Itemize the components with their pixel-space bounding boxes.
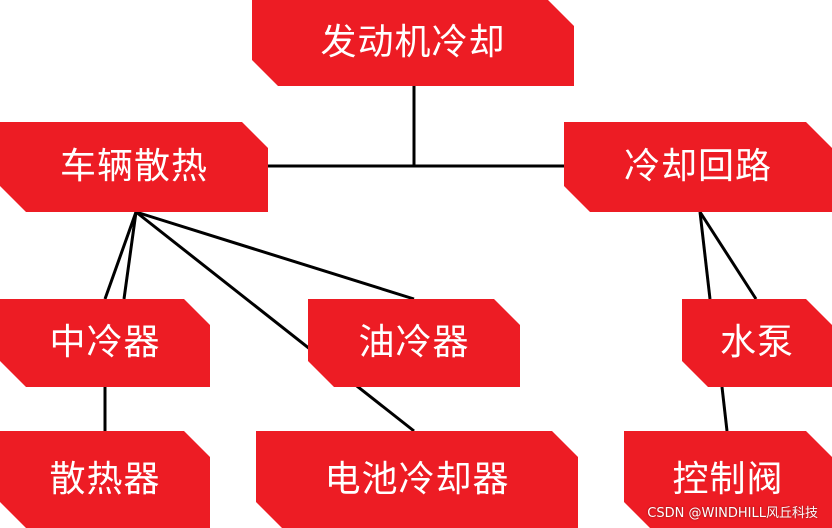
node-oil-cooler: 油冷器 [308,299,520,387]
link-vehicle-battery-cooler [135,210,415,433]
node-battery-cooler: 电池冷却器 [256,431,578,528]
node-engine-cooling: 发动机冷却 [252,0,574,86]
node-water-pump: 水泵 [682,299,832,387]
node-control-valve: 控制阀 [624,431,832,528]
link-loop-water-pump-left [698,211,712,300]
node-cooling-loop: 冷却回路 [564,122,832,212]
link-vehicle-oil-cooler [135,210,415,301]
link-water-pump-control-valve [720,386,729,432]
link-vehicle-intercooler-right [122,211,138,300]
link-loop-water-pump-right [698,211,758,300]
link-vehicle-intercooler-left [103,211,138,300]
node-intercooler: 中冷器 [0,299,210,387]
node-vehicle-cooling: 车辆散热 [0,122,268,212]
watermark-text: CSDN @WINDHILL风丘科技 [647,506,818,521]
node-radiator: 散热器 [0,431,210,528]
